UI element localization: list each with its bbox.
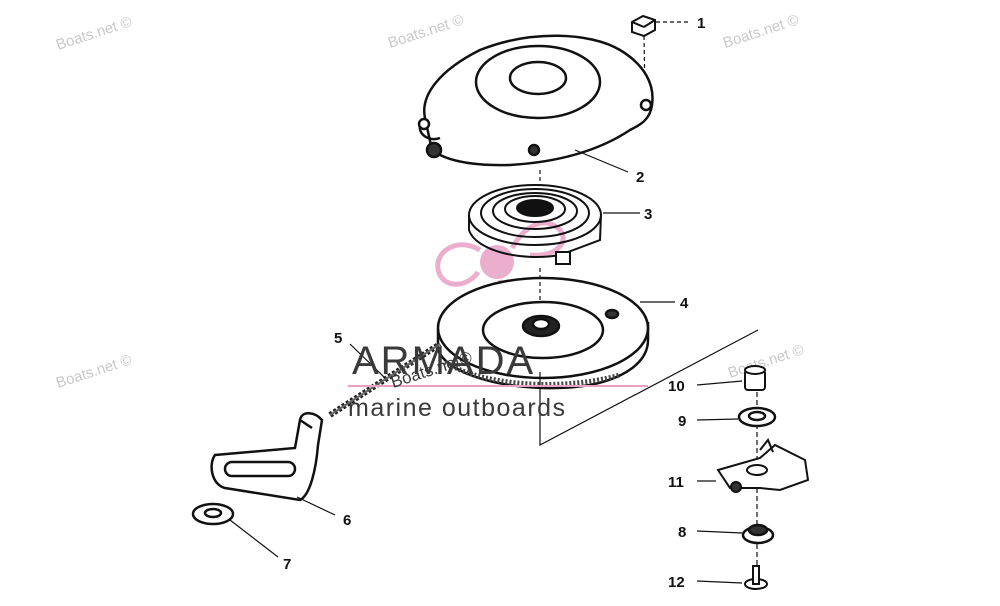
starter-housing-part (417, 34, 654, 167)
rope-pulley-part (436, 276, 650, 390)
callout-3: 3 (644, 206, 652, 223)
bushing-part (744, 365, 766, 391)
brand-tagline: marine outboards (348, 394, 567, 422)
watermark-top-right: Boats.net © (721, 11, 801, 51)
washer-part-7 (191, 502, 235, 526)
watermark-layer: Boats.net © Boats.net © Boats.net © Boat… (54, 11, 806, 391)
callout-12: 12 (668, 574, 685, 591)
callout-5: 5 (334, 330, 342, 347)
pawl-part (716, 438, 810, 493)
screw-part (744, 565, 768, 590)
rewind-spring-part (468, 184, 602, 265)
callout-6: 6 (343, 512, 351, 529)
watermark-top-left: Boats.net © (54, 13, 134, 53)
watermark-mid-left: Boats.net © (54, 351, 134, 391)
callout-9: 9 (678, 413, 686, 430)
callout-1: 1 (697, 15, 705, 32)
washer-part-9 (737, 406, 777, 428)
brand-name: ARMADA (352, 339, 535, 383)
callout-labels: 1 2 3 4 5 6 7 8 9 10 11 12 (283, 15, 705, 591)
brand-overlay: ARMADA marine outboards Boats.net© (348, 339, 648, 422)
rope-handle-part (210, 412, 324, 502)
callout-8: 8 (678, 524, 686, 541)
leader-lines (229, 21, 743, 584)
callout-4: 4 (680, 295, 689, 312)
callout-2: 2 (636, 169, 644, 186)
starter-rope-part (328, 341, 442, 418)
callout-10: 10 (668, 378, 685, 395)
callout-7: 7 (283, 556, 291, 573)
watermark-top-center: Boats.net © (386, 11, 466, 51)
callout-11: 11 (668, 474, 684, 491)
hex-nut-part (631, 14, 656, 38)
retainer-part (741, 523, 775, 545)
